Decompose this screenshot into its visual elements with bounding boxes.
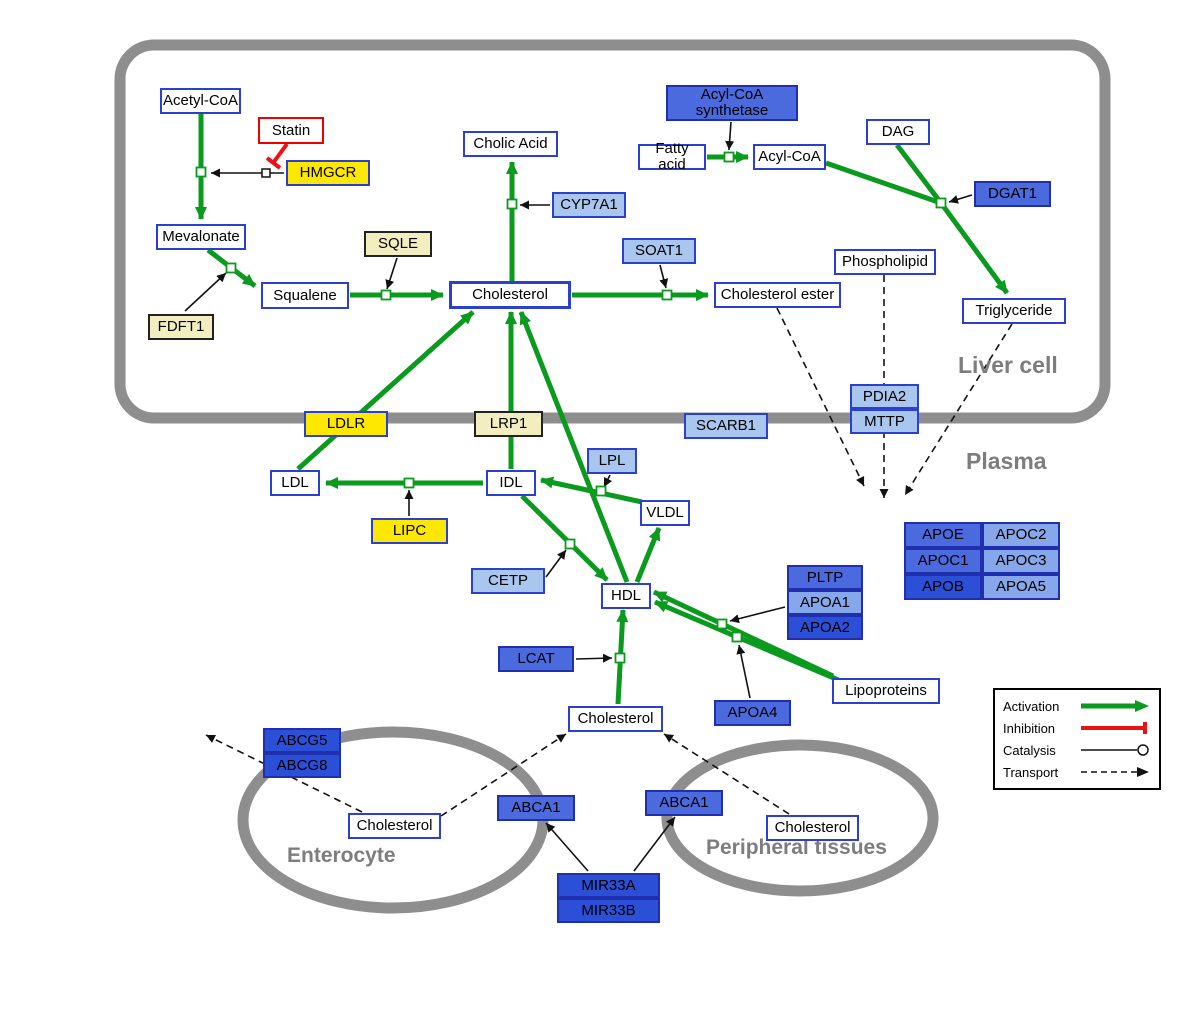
node-sqle[interactable]: SQLE — [364, 231, 432, 257]
node-acyl-coa[interactable]: Acyl-CoA — [753, 144, 826, 170]
node-fatty-acid[interactable]: Fatty acid — [638, 141, 706, 172]
inhibition-edge — [265, 142, 289, 170]
node-idl[interactable]: IDL — [486, 470, 536, 496]
legend-row-activation: Activation — [1003, 696, 1151, 716]
node-lipoproteins[interactable]: Lipoproteins — [832, 678, 940, 704]
node-acetyl-coa[interactable]: Acetyl-CoA — [160, 88, 241, 114]
node-apoc3[interactable]: APOC3 — [982, 548, 1060, 574]
node-apoc2[interactable]: APOC2 — [982, 522, 1060, 548]
legend-row-catalysis: Catalysis — [1003, 740, 1151, 760]
node-apoa5[interactable]: APOA5 — [982, 574, 1060, 600]
node-cholesterol-enterocyte[interactable]: Cholesterol — [348, 813, 441, 839]
node-acyl-coa-synthetase[interactable]: Acyl-CoA synthetase — [666, 85, 798, 121]
node-abcg8[interactable]: ABCG8 — [263, 753, 341, 778]
liver-cell-membrane — [114, 39, 1111, 424]
node-hdl[interactable]: HDL — [601, 583, 651, 609]
region-label-peripheral-tissues: Peripheral tissues — [706, 836, 887, 859]
node-apoa1[interactable]: APOA1 — [787, 590, 863, 615]
activation-arrow-icon — [1081, 700, 1149, 712]
node-vldl[interactable]: VLDL — [640, 500, 690, 526]
inhibition-tbar-icon — [1081, 722, 1147, 734]
node-cetp[interactable]: CETP — [471, 568, 545, 594]
node-lipc[interactable]: LIPC — [371, 518, 448, 544]
region-label-liver-cell: Liver cell — [958, 352, 1058, 378]
node-abca1-enterocyte[interactable]: ABCA1 — [497, 795, 575, 821]
node-apoe[interactable]: APOE — [904, 522, 982, 548]
region-label-plasma: Plasma — [966, 448, 1047, 474]
catalysis-circle-icon — [1081, 744, 1149, 756]
node-scarb1[interactable]: SCARB1 — [684, 413, 768, 439]
node-dgat1[interactable]: DGAT1 — [974, 181, 1051, 207]
legend-row-transport: Transport — [1003, 762, 1151, 782]
node-pltp[interactable]: PLTP — [787, 565, 863, 590]
legend-transport-label: Transport — [1003, 764, 1059, 780]
legend-inhibition-label: Inhibition — [1003, 720, 1056, 736]
node-apoc1[interactable]: APOC1 — [904, 548, 982, 574]
node-statin[interactable]: Statin — [258, 117, 324, 144]
legend-catalysis-label: Catalysis — [1003, 742, 1056, 758]
node-apoa4[interactable]: APOA4 — [714, 700, 791, 726]
node-cholesterol-peripheral[interactable]: Cholesterol — [766, 815, 859, 841]
catalysis-edges — [184, 121, 973, 872]
node-apoa2[interactable]: APOA2 — [787, 615, 863, 640]
node-squalene[interactable]: Squalene — [261, 282, 349, 309]
transport-dashed-arrow-icon — [1081, 767, 1149, 777]
legend-activation-label: Activation — [1003, 698, 1060, 714]
node-ldl[interactable]: LDL — [270, 470, 320, 496]
node-triglyceride[interactable]: Triglyceride — [962, 298, 1066, 324]
node-lcat[interactable]: LCAT — [498, 646, 574, 672]
node-mevalonate[interactable]: Mevalonate — [156, 224, 246, 250]
node-cyp7a1[interactable]: CYP7A1 — [552, 192, 626, 218]
node-lpl[interactable]: LPL — [587, 448, 637, 474]
node-cholesterol-plasma[interactable]: Cholesterol — [568, 706, 663, 732]
node-pdia2[interactable]: PDIA2 — [850, 384, 919, 409]
activation-edges — [195, 113, 1010, 705]
node-abcg5[interactable]: ABCG5 — [263, 728, 341, 753]
node-fdft1[interactable]: FDFT1 — [148, 314, 214, 340]
node-cholesterol-liver[interactable]: Cholesterol — [449, 281, 571, 309]
node-cholic-acid[interactable]: Cholic Acid — [463, 131, 558, 157]
node-mir33b[interactable]: MIR33B — [557, 898, 660, 923]
node-dag[interactable]: DAG — [866, 119, 930, 145]
node-apob[interactable]: APOB — [904, 574, 982, 600]
node-phospholipid[interactable]: Phospholipid — [834, 249, 936, 275]
legend-row-inhibition: Inhibition — [1003, 718, 1151, 738]
reaction-nodes — [195, 151, 947, 664]
node-abca1-peripheral[interactable]: ABCA1 — [645, 790, 723, 816]
region-label-enterocyte: Enterocyte — [287, 844, 396, 867]
node-soat1[interactable]: SOAT1 — [622, 238, 696, 264]
node-hmgcr[interactable]: HMGCR — [286, 160, 370, 186]
node-lrp1[interactable]: LRP1 — [474, 411, 543, 437]
node-ldlr[interactable]: LDLR — [304, 411, 388, 437]
node-mttp[interactable]: MTTP — [850, 409, 919, 434]
node-mir33a[interactable]: MIR33A — [557, 873, 660, 898]
node-cholesterol-ester[interactable]: Cholesterol ester — [714, 282, 841, 308]
legend: Activation Inhibition Catalysis Transpor… — [993, 688, 1161, 790]
